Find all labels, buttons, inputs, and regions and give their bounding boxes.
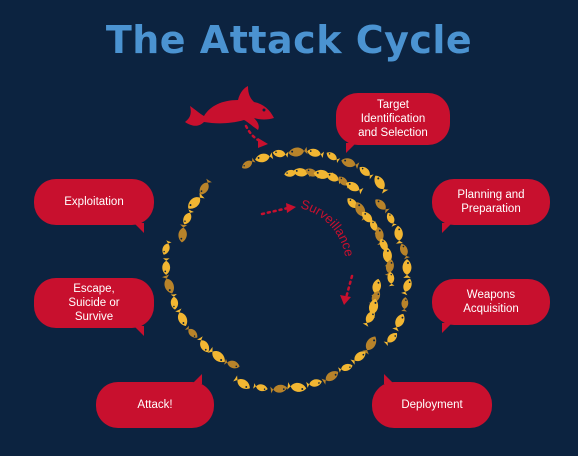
- fish-icon: [240, 156, 257, 172]
- fish-icon: [169, 293, 180, 310]
- bubble-tail: [442, 223, 452, 233]
- stage-target-identification: Target Identification and Selection: [336, 93, 450, 153]
- fish-icon: [183, 324, 200, 341]
- fish-icon: [393, 225, 405, 244]
- bubble-tail: [134, 326, 144, 336]
- fish-icon: [337, 361, 354, 374]
- stage-attack-label: Attack!: [137, 399, 173, 411]
- stage-target-label: Target Identification and Selection: [358, 99, 428, 139]
- fish-icon: [184, 191, 207, 213]
- shark-icon: [185, 86, 274, 130]
- fish-icon: [402, 259, 412, 278]
- stage-exploitation-label: Exploitation: [64, 196, 124, 208]
- fish-icon: [287, 145, 308, 159]
- fish-icon: [223, 357, 241, 371]
- stage-attack: Attack!: [96, 374, 214, 428]
- bubble-tail: [442, 323, 452, 333]
- stage-exploitation: Exploitation: [34, 179, 154, 233]
- fish-icon: [339, 155, 360, 171]
- fish-icon: [160, 273, 177, 296]
- fish-icon: [270, 383, 288, 395]
- surveillance-arrow: [260, 203, 354, 305]
- fish-icon: [390, 311, 408, 333]
- fish-icon: [254, 150, 274, 165]
- fish-icon: [206, 345, 228, 366]
- page-title: The Attack Cycle: [105, 18, 473, 62]
- fish-icon: [306, 146, 325, 160]
- surveillance-label-text: Surveillance: [299, 196, 357, 257]
- fish-icon: [160, 239, 173, 257]
- fish-school: [160, 145, 415, 395]
- fish-icon: [382, 330, 400, 348]
- fish-icon: [272, 148, 289, 159]
- fish-icon: [397, 242, 412, 260]
- fish-icon: [371, 173, 390, 195]
- fish-icon: [357, 164, 375, 181]
- fish-icon: [286, 380, 308, 394]
- stage-planning-label: Planning and Preparation: [457, 189, 525, 215]
- fish-icon: [180, 208, 196, 227]
- stage-weapons-acquisition: Weapons Acquisition: [432, 279, 550, 333]
- bubble-tail: [192, 374, 202, 384]
- fish-icon: [161, 258, 171, 275]
- bubble-tail: [384, 374, 394, 384]
- stage-planning-preparation: Planning and Preparation: [432, 179, 550, 233]
- shark-trail-arrow: [244, 124, 268, 148]
- fish-icon: [173, 307, 191, 328]
- fish-icon: [196, 177, 214, 197]
- fish-icon: [324, 149, 342, 165]
- fish-icon: [320, 368, 341, 386]
- fish-icon: [372, 196, 392, 215]
- fish-icon: [400, 296, 410, 312]
- fish-icon: [232, 374, 253, 393]
- fish-icon: [252, 382, 269, 393]
- stage-escape-label: Escape, Suicide or Survive: [68, 283, 120, 323]
- bubble-tail: [346, 143, 356, 153]
- stage-deployment-label: Deployment: [401, 399, 463, 411]
- stage-deployment: Deployment: [372, 374, 492, 428]
- fish-icon: [399, 277, 415, 296]
- stage-weapons-label: Weapons Acquisition: [463, 289, 519, 315]
- bubble-tail: [134, 223, 144, 233]
- fish-icon: [305, 377, 323, 390]
- fish-icon: [384, 211, 398, 228]
- fish-icon: [177, 224, 189, 243]
- stage-escape-suicide-survive: Escape, Suicide or Survive: [34, 278, 154, 336]
- surveillance-label: Surveillance: [299, 196, 357, 257]
